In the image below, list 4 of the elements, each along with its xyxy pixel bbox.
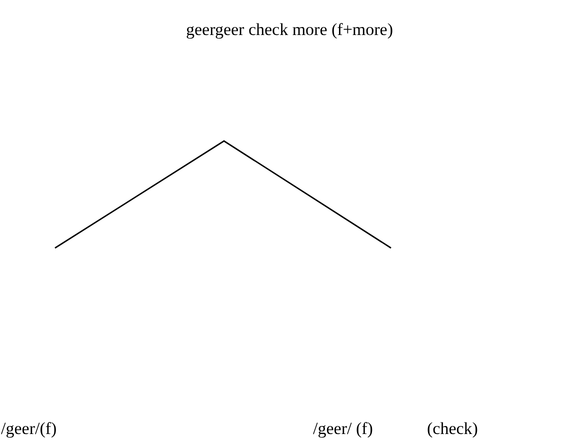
phonetic-label: (check) <box>427 419 478 439</box>
phonetic-label: /geer/(f) <box>1 419 57 439</box>
phonetic-label: /geer/ (f) <box>313 419 373 439</box>
title: geergeer check more (f+more) <box>186 20 394 40</box>
